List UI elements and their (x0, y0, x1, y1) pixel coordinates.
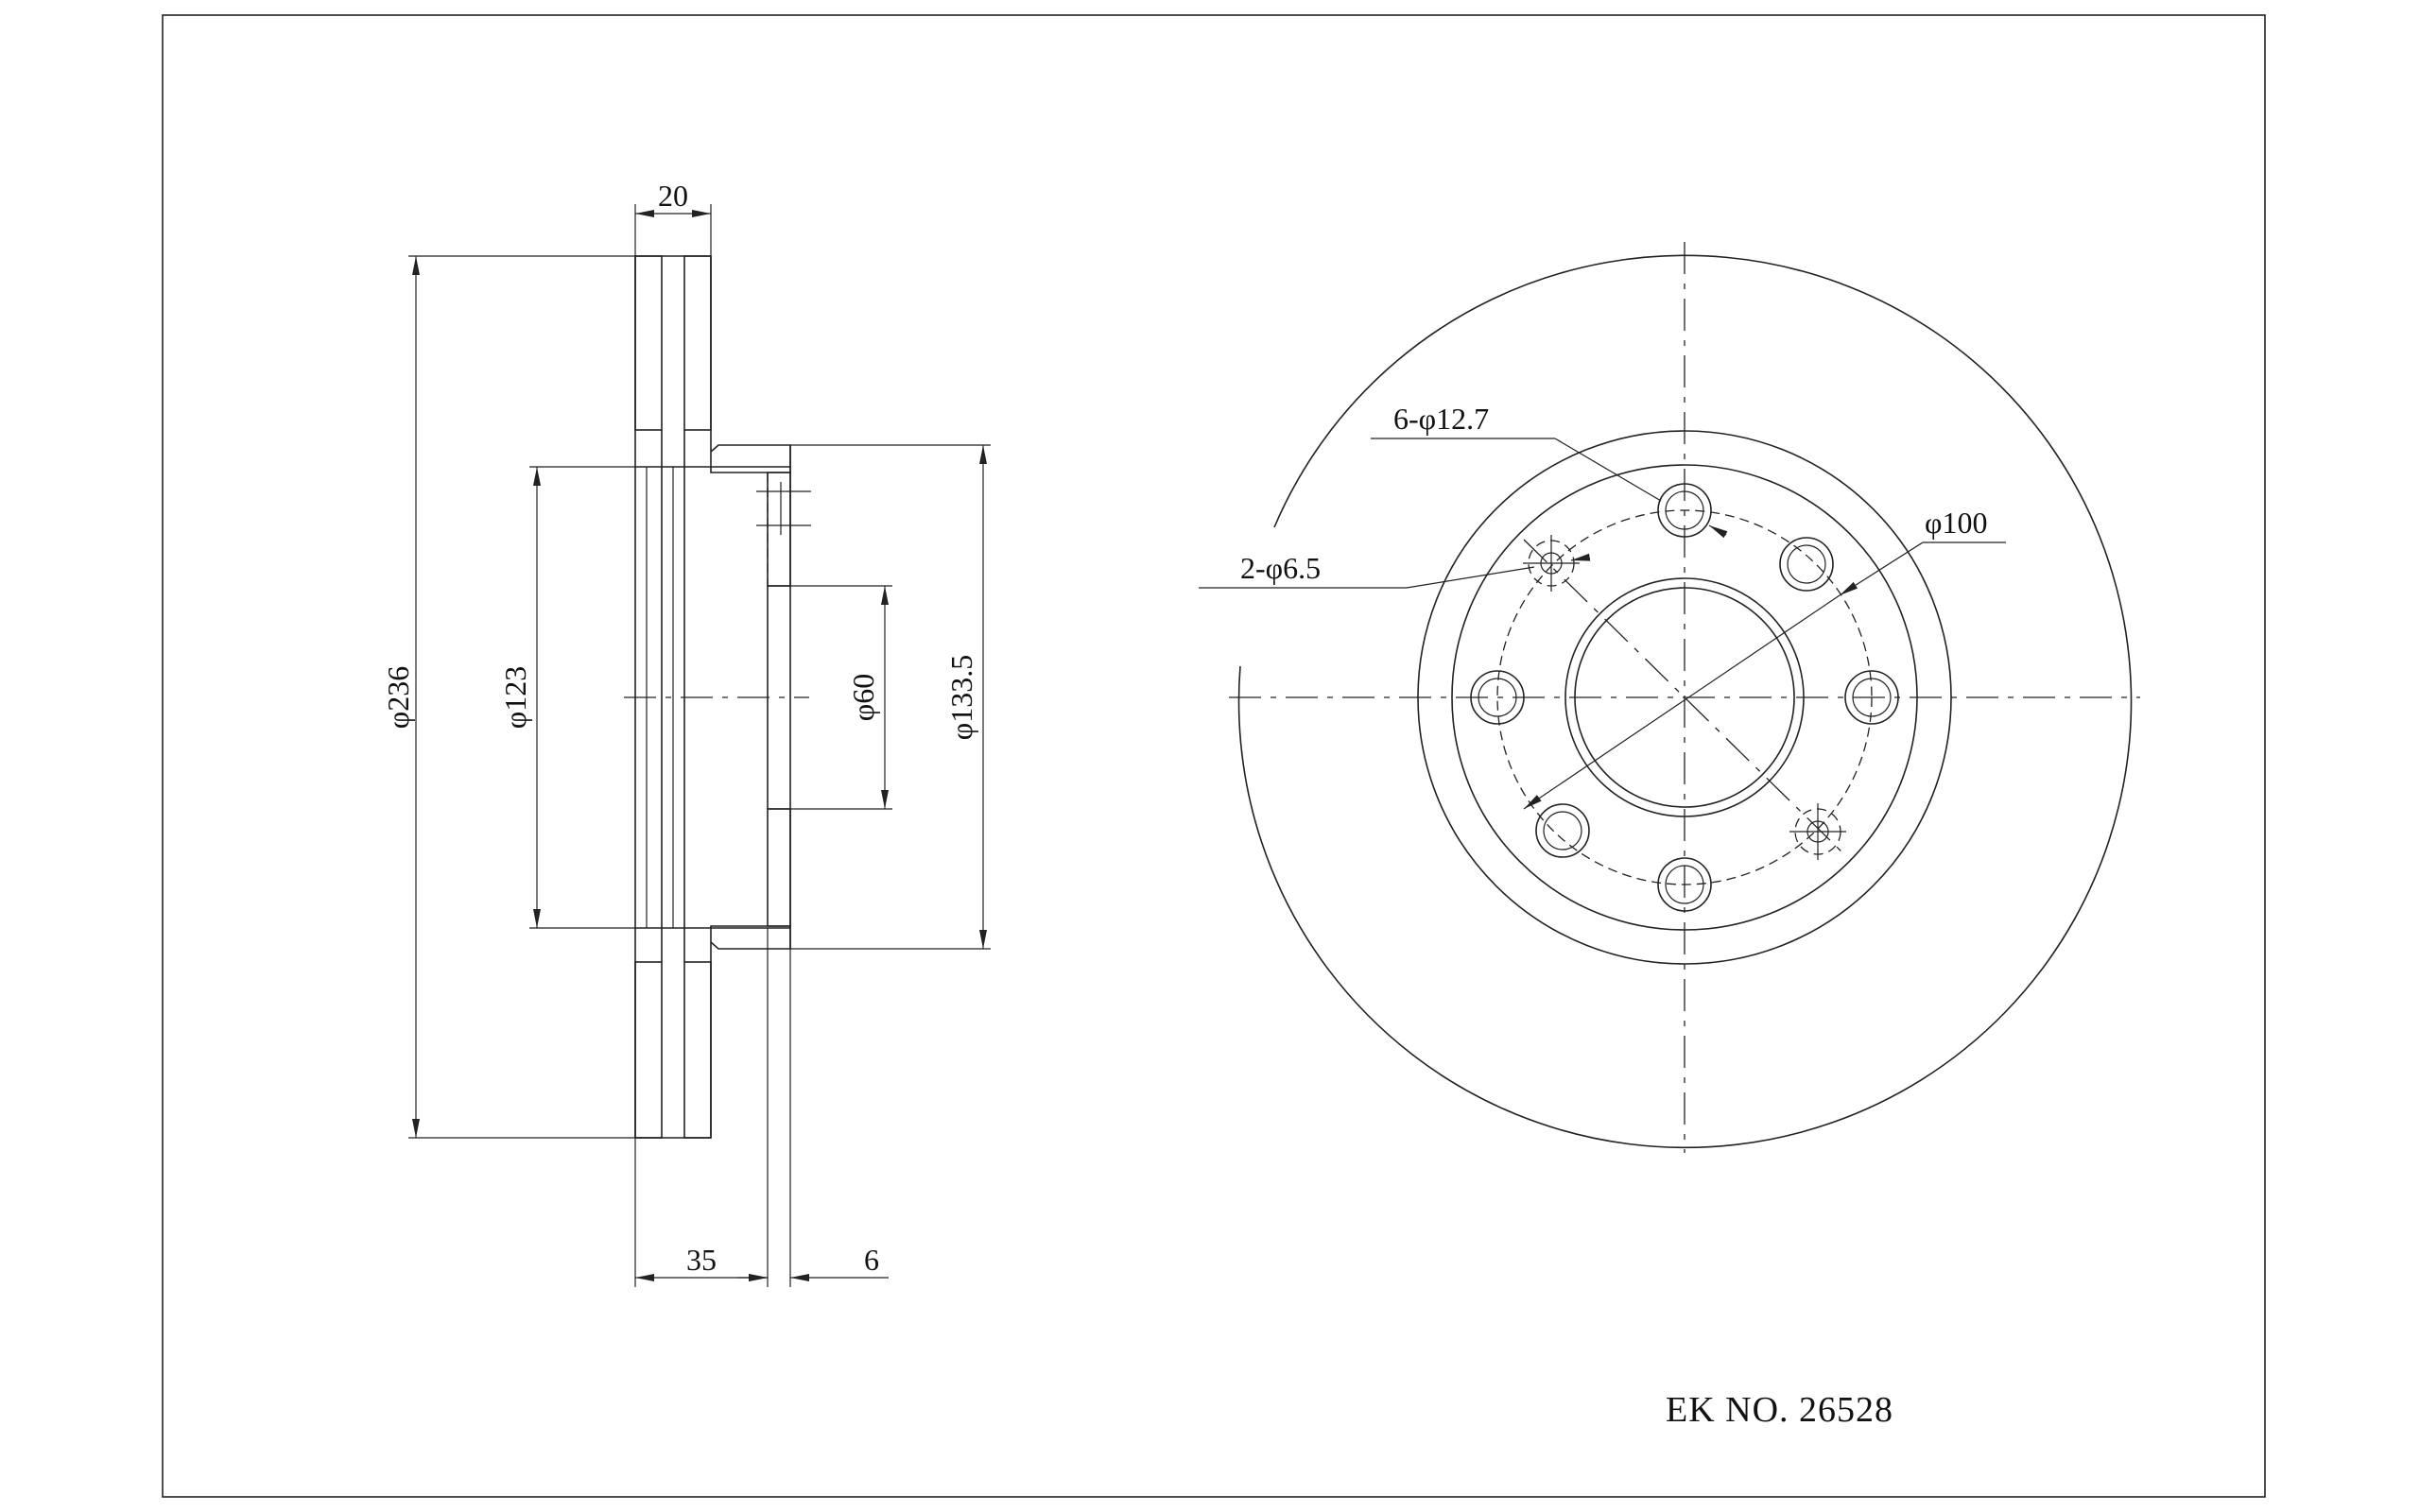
bolt-hole (1535, 803, 1590, 858)
dim-offset: 35 (686, 1243, 717, 1277)
side-section-view: 20 φ236 φ123 φ60 φ133.5 35 6 (381, 179, 991, 1287)
label-bolt-circle: φ100 (1925, 506, 1987, 540)
dim-hub-thickness: 6 (864, 1243, 879, 1277)
hatch-hat-top (710, 444, 791, 473)
rotor-outer-edge (1237, 254, 2133, 1149)
dim-overall-diameter: φ236 (381, 666, 415, 729)
hatch-outer-plate-top (634, 255, 663, 431)
dim-thickness: 20 (658, 179, 688, 213)
part-number: EK NO. 26528 (1666, 1390, 1893, 1430)
front-centerline-diagonal (1523, 539, 1846, 856)
label-locator-holes: 2-φ6.5 (1240, 551, 1321, 585)
hatch-hat-side-bottom (767, 808, 791, 927)
drawing-border (162, 14, 2266, 1498)
label-bolt-holes: 6-φ12.7 (1393, 402, 1489, 436)
dim-hat-outer-diameter: φ133.5 (944, 655, 978, 740)
bolt-hole (1787, 544, 1826, 584)
locator-holes (1523, 535, 1846, 860)
hatch-hat-side-top (767, 472, 791, 587)
hatch-outer-plate-bottom (634, 961, 663, 1139)
front-view: 6-φ12.7 2-φ6.5 φ100 (1199, 242, 2140, 1153)
hatch-hat-bottom (710, 925, 791, 950)
hatch-inner-plate-bottom (683, 961, 712, 1139)
bolt-hole (1779, 537, 1834, 592)
dim-hat-inner-diameter: φ123 (498, 666, 532, 729)
hatch-inner-plate-top (683, 255, 712, 431)
bolt-hole (1543, 811, 1582, 850)
dim-center-bore: φ60 (846, 674, 880, 721)
